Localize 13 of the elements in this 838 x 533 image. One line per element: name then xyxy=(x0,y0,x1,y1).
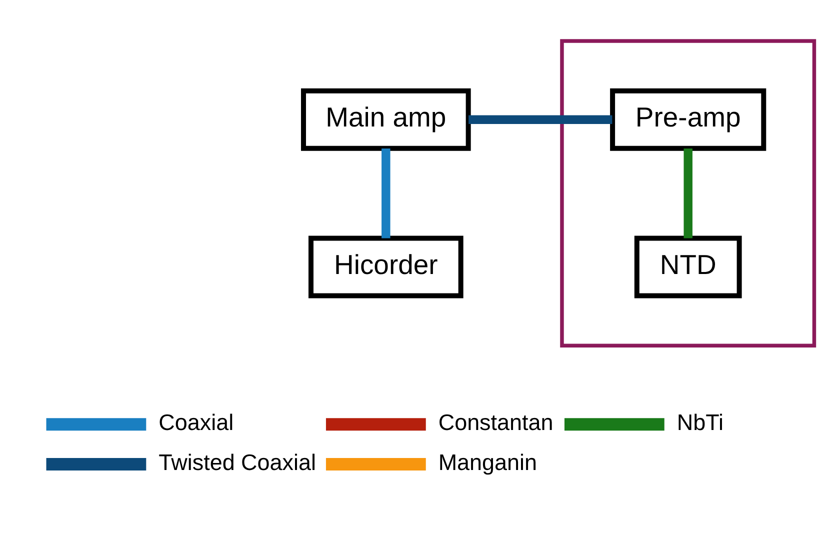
node-box: Main amp xyxy=(301,88,471,150)
legend-label: Twisted Coaxial xyxy=(158,449,316,474)
connector xyxy=(468,114,612,124)
cluster xyxy=(560,38,816,348)
legend-label: Constantan xyxy=(438,409,554,434)
legend-label: Coaxial xyxy=(158,409,234,434)
legend-label: NbTi xyxy=(676,409,724,434)
connector xyxy=(382,148,390,238)
node-box: Hicorder xyxy=(308,235,464,298)
legend-label: Manganin xyxy=(438,449,538,474)
node-box: Pre-amp xyxy=(610,88,766,150)
node-box: NTD xyxy=(634,235,742,298)
connector xyxy=(684,148,692,238)
